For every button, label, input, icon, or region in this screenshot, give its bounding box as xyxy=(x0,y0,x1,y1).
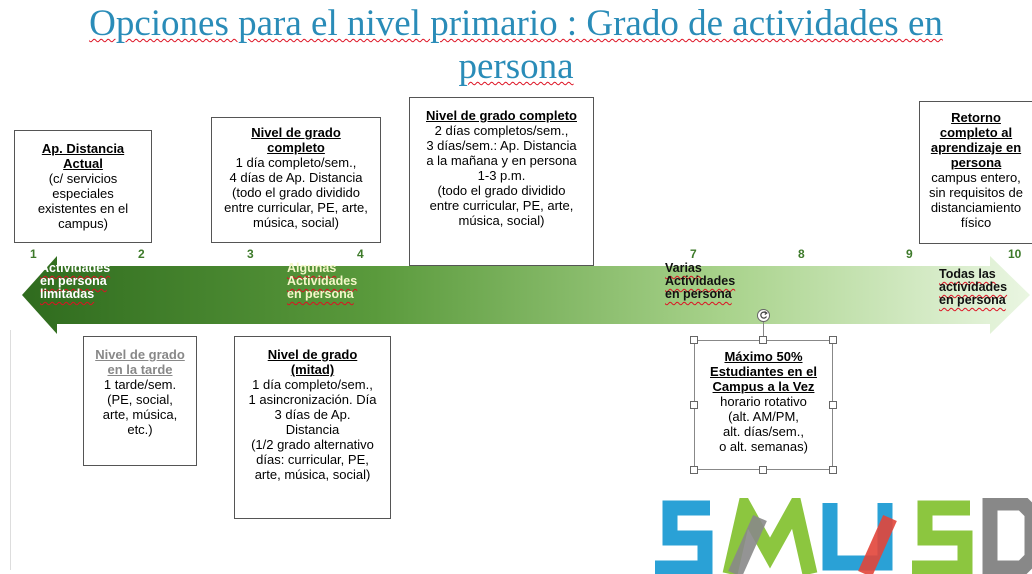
box-text: campus) xyxy=(58,216,108,231)
scale-number: 3 xyxy=(247,247,254,261)
box-heading: Estudiantes en el xyxy=(710,364,817,379)
resize-handle-se[interactable] xyxy=(829,466,837,474)
resize-handle-s[interactable] xyxy=(759,466,767,474)
option-box-full-grade-1day[interactable]: Nivel de grado completo 1 día completo/s… xyxy=(211,117,381,243)
box-heading: Nivel de grado xyxy=(95,347,185,362)
arrow-label-line: Actividades xyxy=(40,261,111,275)
box-text: alt. días/sem., xyxy=(723,424,804,439)
arrow-label-line: en persona xyxy=(939,293,1006,307)
box-text: (1/2 grado alternativo xyxy=(251,437,374,452)
box-text: etc.) xyxy=(127,422,153,437)
arrow-label-some: Algunas Actividades en persona xyxy=(287,262,357,301)
page-title: Opciones para el nivel primario : Grado … xyxy=(0,2,1032,88)
scale-number: 1 xyxy=(30,247,37,261)
box-text: Distancia xyxy=(285,422,340,437)
option-box-full-grade-2days[interactable]: Nivel de grado completo 2 días completos… xyxy=(409,97,594,266)
arrow-label-line: en persona xyxy=(665,287,732,301)
box-text: música, social) xyxy=(253,215,339,230)
slide-edge-line xyxy=(10,330,11,570)
resize-handle-ne[interactable] xyxy=(829,336,837,344)
rotate-handle-icon[interactable] xyxy=(756,308,771,323)
box-text: arte, música, social) xyxy=(254,467,371,482)
box-text: 4 días de Ap. Distancia xyxy=(229,170,363,185)
box-text: (PE, social, xyxy=(107,392,173,407)
option-box-max-50-selected[interactable]: Máximo 50% Estudiantes en el Campus a la… xyxy=(694,340,833,470)
box-text: días: curricular, PE, xyxy=(256,452,369,467)
arrow-label-line: Actividades xyxy=(665,274,736,288)
box-text: 1 día completo/sem., xyxy=(235,155,357,170)
box-text: entre curricular, PE, arte, xyxy=(224,200,368,215)
box-heading: Retorno xyxy=(951,110,1001,125)
option-box-afternoon[interactable]: Nivel de grado en la tarde 1 tarde/sem. … xyxy=(83,336,197,466)
box-text: especiales xyxy=(52,186,114,201)
box-text: 3 días de Ap. xyxy=(274,407,351,422)
box-heading: completo xyxy=(267,140,325,155)
box-text: (c/ servicios xyxy=(48,171,118,186)
box-text: físico xyxy=(960,215,992,230)
box-text: campus entero, xyxy=(931,170,1021,185)
smusd-logo xyxy=(655,498,1032,574)
resize-handle-sw[interactable] xyxy=(690,466,698,474)
box-heading: completo al xyxy=(939,125,1013,140)
arrow-label-limited: Actividades en persona limitadas xyxy=(40,262,110,301)
resize-handle-w[interactable] xyxy=(690,401,698,409)
box-text: (todo el grado dividido xyxy=(437,183,566,198)
box-heading: Campus a la Vez xyxy=(712,379,815,394)
box-text: 1 asincronización. Día xyxy=(248,392,377,407)
resize-handle-nw[interactable] xyxy=(690,336,698,344)
resize-handle-e[interactable] xyxy=(829,401,837,409)
box-heading: (mitad) xyxy=(290,362,335,377)
box-text: (alt. AM/PM, xyxy=(728,409,799,424)
box-text: música, social) xyxy=(458,213,545,228)
box-heading: Nivel de grado completo xyxy=(426,108,577,123)
box-text: horario rotativo xyxy=(720,394,807,409)
option-box-half-grade[interactable]: Nivel de grado (mitad) 1 día completo/se… xyxy=(234,336,391,519)
arrow-label-line: en persona xyxy=(40,274,107,288)
box-text: arte, música, xyxy=(102,407,178,422)
box-text: 2 días completos/sem., xyxy=(434,123,569,138)
scale-number: 7 xyxy=(690,247,697,261)
resize-handle-n[interactable] xyxy=(759,336,767,344)
box-heading: Actual xyxy=(63,156,103,171)
box-text: 1-3 p.m. xyxy=(477,168,526,183)
arrow-label-line: actividades xyxy=(939,280,1008,294)
box-text: o alt. semanas) xyxy=(719,439,808,454)
arrow-label-line: en persona xyxy=(287,287,354,301)
box-heading: Nivel de grado xyxy=(267,347,358,362)
scale-number: 9 xyxy=(906,247,913,261)
box-text: distanciamiento xyxy=(930,200,1022,215)
arrow-label-line: limitadas xyxy=(40,287,95,301)
box-heading: persona xyxy=(950,155,1002,170)
box-heading: Ap. Distancia xyxy=(41,141,125,156)
box-text: 1 tarde/sem. xyxy=(103,377,177,392)
arrow-label-line: Actividades xyxy=(287,274,358,288)
arrow-label-line: Varias xyxy=(665,261,702,275)
box-text: sin requisitos de xyxy=(929,185,1023,200)
box-text: existentes en el xyxy=(37,201,129,216)
box-text: entre curricular, PE, arte, xyxy=(429,198,574,213)
arrow-label-line: Todas las xyxy=(939,267,996,281)
scale-number: 4 xyxy=(357,247,364,261)
scale-number: 10 xyxy=(1008,247,1022,261)
box-text: (todo el grado dividido xyxy=(232,185,360,200)
box-text: 3 días/sem.: Ap. Distancia xyxy=(426,138,577,153)
box-text: 1 día completo/sem., xyxy=(252,377,373,392)
rotate-handle-stem xyxy=(763,322,764,340)
scale-number: 2 xyxy=(138,247,145,261)
arrow-label-line: Algunas xyxy=(287,261,337,275)
title-line-1: Opciones para el nivel primario : Grado … xyxy=(89,3,943,44)
scale-number: 8 xyxy=(798,247,805,261)
box-heading: Máximo 50% xyxy=(724,349,803,364)
option-box-remote-current[interactable]: Ap. Distancia Actual (c/ servicios espec… xyxy=(14,130,152,243)
box-heading: aprendizaje en xyxy=(930,140,1022,155)
title-line-2: persona xyxy=(458,46,574,87)
arrow-label-all: Todas las actividades en persona xyxy=(939,268,1007,307)
box-heading: en la tarde xyxy=(107,362,173,377)
box-text: a la mañana y en persona xyxy=(426,153,577,168)
option-box-full-return[interactable]: Retorno completo al aprendizaje en perso… xyxy=(919,101,1032,244)
arrow-label-several: Varias Actividades en persona xyxy=(665,262,735,301)
box-heading: Nivel de grado xyxy=(251,125,341,140)
